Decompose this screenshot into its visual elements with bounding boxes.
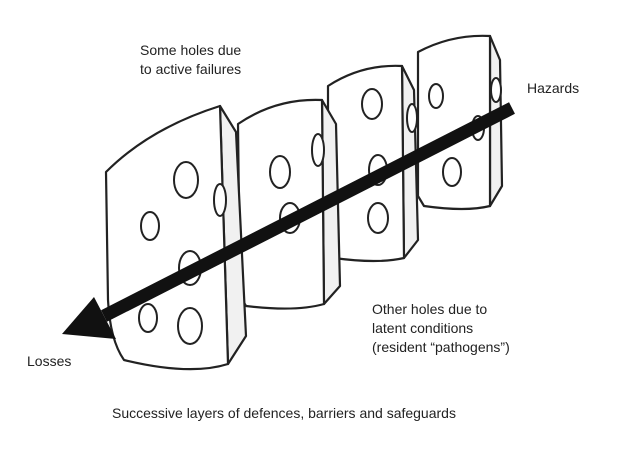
defence-layer-1 xyxy=(104,104,248,371)
latent-conditions-line-1: Other holes due to xyxy=(372,301,488,317)
active-failures-line-2: to active failures xyxy=(140,61,242,77)
latent-conditions-line-3: (resident “pathogens”) xyxy=(372,339,510,355)
latent-conditions-label: Other holes due to latent conditions (re… xyxy=(372,300,510,357)
diagram-caption: Successive layers of defences, barriers … xyxy=(112,405,456,421)
hazard-trajectory-arrow xyxy=(62,102,515,339)
hazards-label: Hazards xyxy=(527,80,580,96)
latent-conditions-line-2: latent conditions xyxy=(372,320,474,336)
active-failures-line-1: Some holes due xyxy=(140,42,242,58)
losses-label: Losses xyxy=(27,353,72,369)
active-failures-label: Some holes due to active failures xyxy=(140,41,241,79)
